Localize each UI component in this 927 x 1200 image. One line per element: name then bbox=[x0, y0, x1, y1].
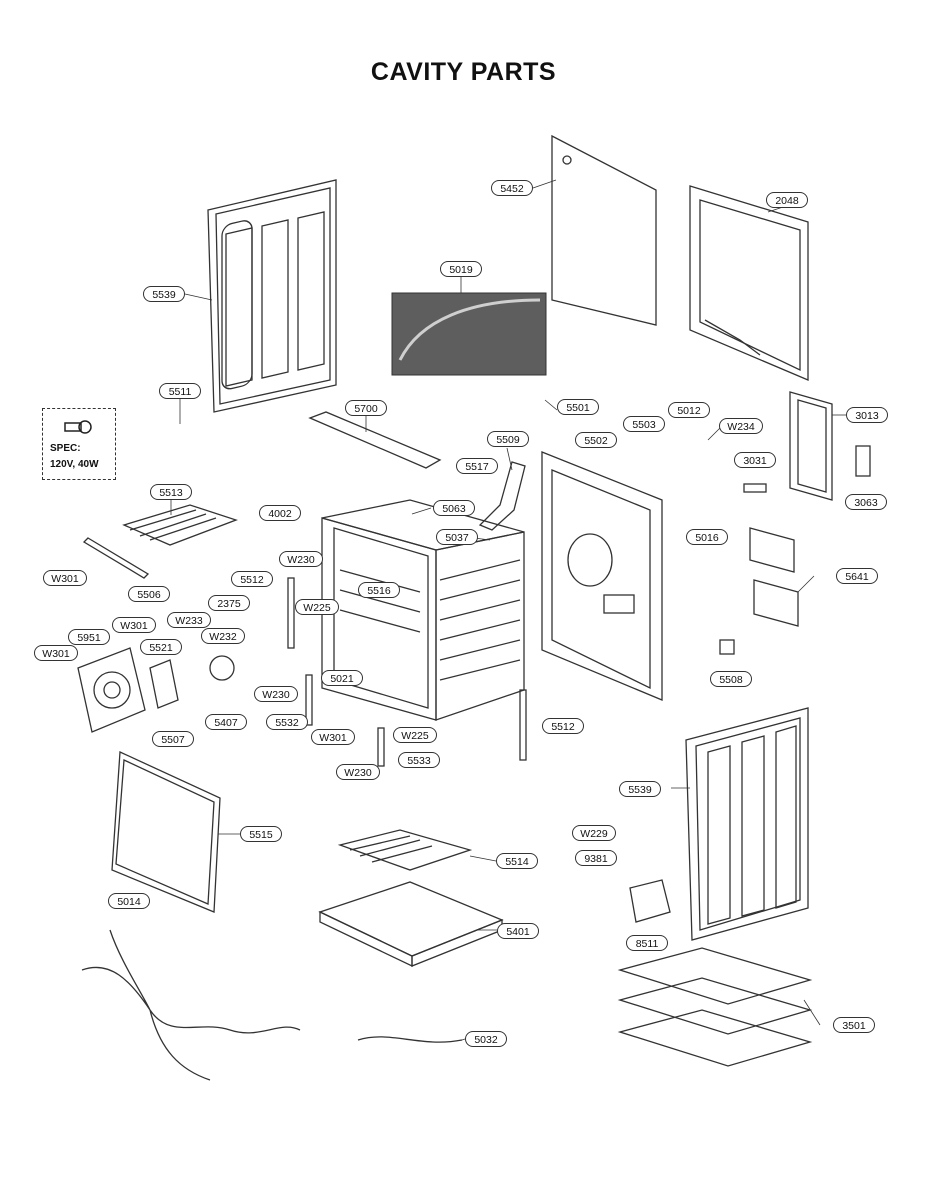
callout-3013[interactable]: 3013 bbox=[846, 407, 888, 423]
wire-5032 bbox=[357, 1036, 463, 1043]
fan-cover-5521 bbox=[149, 659, 179, 709]
fan-blade-5407 bbox=[209, 655, 235, 681]
top-trim-strip bbox=[308, 411, 442, 469]
door-gasket bbox=[111, 751, 221, 913]
callout-5012[interactable]: 5012 bbox=[668, 402, 710, 418]
callout-5517[interactable]: 5517 bbox=[456, 458, 498, 474]
rod-5512-left bbox=[287, 577, 295, 649]
callout-W230-bottom[interactable]: W230 bbox=[336, 764, 380, 780]
callout-5532[interactable]: 5532 bbox=[266, 714, 308, 730]
terminal-boards bbox=[749, 527, 799, 627]
page-title: CAVITY PARTS bbox=[370, 58, 557, 86]
callout-5641[interactable]: 5641 bbox=[836, 568, 878, 584]
oven-cavity bbox=[321, 499, 525, 721]
bake-element bbox=[337, 829, 473, 871]
callout-5407[interactable]: 5407 bbox=[205, 714, 247, 730]
callout-5516[interactable]: 5516 bbox=[358, 582, 400, 598]
side-panel-right bbox=[685, 707, 809, 941]
heater-photo bbox=[391, 292, 547, 376]
callout-W225-top[interactable]: W225 bbox=[295, 599, 339, 615]
callout-W225-bottom[interactable]: W225 bbox=[393, 727, 437, 743]
strip-5506 bbox=[82, 537, 150, 579]
broil-element bbox=[122, 504, 238, 546]
callout-5533[interactable]: 5533 bbox=[398, 752, 440, 768]
callout-5021[interactable]: 5021 bbox=[321, 670, 363, 686]
callout-W232[interactable]: W232 bbox=[201, 628, 245, 644]
callout-9381[interactable]: 9381 bbox=[575, 850, 617, 866]
callout-W234[interactable]: W234 bbox=[719, 418, 763, 434]
callout-5016[interactable]: 5016 bbox=[686, 529, 728, 545]
spec-box: SPEC: 120V, 40W bbox=[42, 408, 116, 480]
rod-5532 bbox=[305, 674, 313, 726]
callout-5513[interactable]: 5513 bbox=[150, 484, 192, 500]
callout-5452[interactable]: 5452 bbox=[491, 180, 533, 196]
callout-W230-top[interactable]: W230 bbox=[279, 551, 323, 567]
callout-2048[interactable]: 2048 bbox=[766, 192, 808, 208]
callout-5014[interactable]: 5014 bbox=[108, 893, 150, 909]
small-plate-3031 bbox=[743, 483, 767, 493]
callout-5502[interactable]: 5502 bbox=[575, 432, 617, 448]
wire-harness bbox=[81, 929, 301, 1081]
callout-5501[interactable]: 5501 bbox=[557, 399, 599, 415]
spec-label: SPEC: bbox=[50, 443, 81, 454]
callout-2375[interactable]: 2375 bbox=[208, 595, 250, 611]
callout-W229[interactable]: W229 bbox=[572, 825, 616, 841]
rod-5533 bbox=[377, 727, 385, 767]
spec-value: 120V, 40W bbox=[50, 459, 99, 470]
oven-racks bbox=[617, 947, 813, 1067]
callout-5503[interactable]: 5503 bbox=[623, 416, 665, 432]
callout-5037[interactable]: 5037 bbox=[436, 529, 478, 545]
bracket-8511 bbox=[629, 879, 671, 923]
callout-5515[interactable]: 5515 bbox=[240, 826, 282, 842]
callout-5507[interactable]: 5507 bbox=[152, 731, 194, 747]
callout-5511[interactable]: 5511 bbox=[159, 383, 201, 399]
callout-5508[interactable]: 5508 bbox=[710, 671, 752, 687]
part-5508 bbox=[719, 639, 735, 655]
callout-W301-bottom[interactable]: W301 bbox=[311, 729, 355, 745]
callout-5506[interactable]: 5506 bbox=[128, 586, 170, 602]
rod-5512-right bbox=[519, 689, 527, 761]
callout-W301-far-left[interactable]: W301 bbox=[34, 645, 78, 661]
callout-5019[interactable]: 5019 bbox=[440, 261, 482, 277]
callout-5512-right[interactable]: 5512 bbox=[542, 718, 584, 734]
callout-3063[interactable]: 3063 bbox=[845, 494, 887, 510]
duct-bracket bbox=[478, 461, 526, 531]
fan-housing bbox=[77, 647, 146, 733]
callout-W301-mid[interactable]: W301 bbox=[112, 617, 156, 633]
rear-cover bbox=[689, 185, 809, 381]
callout-5512-left[interactable]: 5512 bbox=[231, 571, 273, 587]
bottom-tray bbox=[318, 881, 504, 968]
callout-W230-mid[interactable]: W230 bbox=[254, 686, 298, 702]
back-panel bbox=[551, 134, 657, 326]
callout-5700[interactable]: 5700 bbox=[345, 400, 387, 416]
callout-5514[interactable]: 5514 bbox=[496, 853, 538, 869]
bulb-icon bbox=[63, 417, 93, 440]
callout-5539-bottom[interactable]: 5539 bbox=[619, 781, 661, 797]
callout-W301-left[interactable]: W301 bbox=[43, 570, 87, 586]
callout-5521[interactable]: 5521 bbox=[140, 639, 182, 655]
callout-5539-top[interactable]: 5539 bbox=[143, 286, 185, 302]
callout-5063[interactable]: 5063 bbox=[433, 500, 475, 516]
callout-5032[interactable]: 5032 bbox=[465, 1031, 507, 1047]
callout-5509[interactable]: 5509 bbox=[487, 431, 529, 447]
callout-3031[interactable]: 3031 bbox=[734, 452, 776, 468]
callout-5401[interactable]: 5401 bbox=[497, 923, 539, 939]
callout-3501[interactable]: 3501 bbox=[833, 1017, 875, 1033]
callout-8511[interactable]: 8511 bbox=[626, 935, 668, 951]
small-block-3063 bbox=[855, 445, 871, 477]
callout-5951[interactable]: 5951 bbox=[68, 629, 110, 645]
callout-4002[interactable]: 4002 bbox=[259, 505, 301, 521]
callout-W233[interactable]: W233 bbox=[167, 612, 211, 628]
right-bracket bbox=[789, 391, 833, 501]
side-panel-left bbox=[207, 179, 337, 413]
front-frame bbox=[541, 451, 663, 701]
